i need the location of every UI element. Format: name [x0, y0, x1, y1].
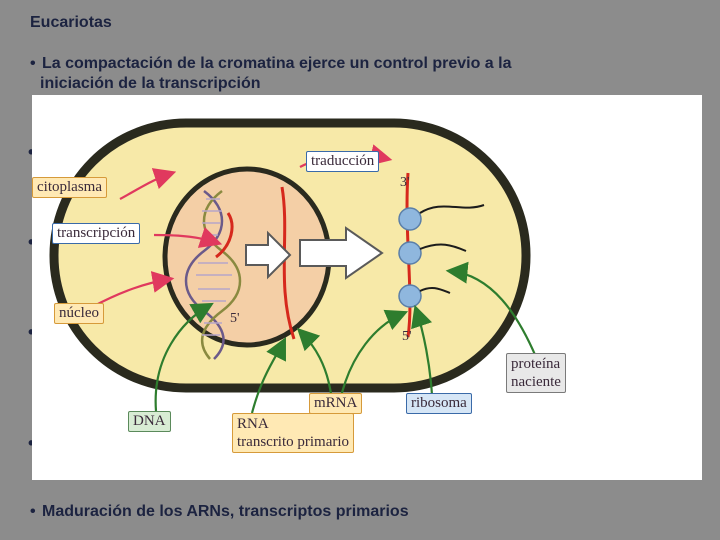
label-mrna: mRNA — [309, 393, 363, 414]
bullet-dot: • — [28, 322, 34, 343]
bullet-text: La compactación de la cromatina ejerce u… — [42, 55, 512, 72]
bullet-dot: • — [30, 55, 36, 72]
label-rna-sub: transcrito primario — [237, 434, 350, 450]
label-rna: RNA transcrito primario — [232, 413, 355, 453]
cell-diagram — [49, 118, 538, 414]
bullet-dot: • — [28, 232, 34, 253]
export-arrow — [299, 226, 384, 280]
processing-arrow — [245, 230, 292, 280]
label-proteina: proteína naciente — [506, 353, 566, 393]
bullet-chromatin-compaction: • La compactación de la cromatina ejerce … — [30, 54, 690, 94]
bullet-text-continued: iniciación de la transcripción — [40, 75, 261, 92]
label-transcripcion: transcripción — [52, 223, 141, 244]
label-rna-main: RNA — [237, 416, 269, 432]
bullet-dot: • — [28, 142, 34, 163]
bullet-dot: • — [30, 503, 36, 520]
label-dna: DNA — [128, 411, 171, 432]
pointer-arrows-green — [154, 261, 538, 414]
ribosomes — [398, 207, 422, 308]
label-proteina-main: proteína — [511, 356, 561, 372]
label-5-prime-nucleus: 5' — [230, 311, 240, 326]
diagram-panel: traducción citoplasma transcripción núcl… — [32, 95, 702, 480]
label-ribosoma: ribosoma — [406, 393, 472, 414]
label-citoplasma: citoplasma — [32, 177, 107, 198]
label-nucleo: núcleo — [54, 303, 104, 324]
slide-title: Eucariotas — [30, 14, 112, 31]
label-traduccion: traducción — [306, 151, 380, 172]
bullet-text: Maduración de los ARNs, transcriptos pri… — [42, 503, 409, 520]
label-3-prime: 3' — [400, 175, 410, 190]
label-proteina-sub: naciente — [511, 374, 561, 390]
bullet-dot: • — [28, 433, 34, 454]
bullet-rna-maturation: • Maduración de los ARNs, transcriptos pr… — [30, 502, 690, 522]
label-5-prime-cytoplasm: 5' — [402, 329, 412, 344]
nascent-proteins — [419, 204, 485, 294]
